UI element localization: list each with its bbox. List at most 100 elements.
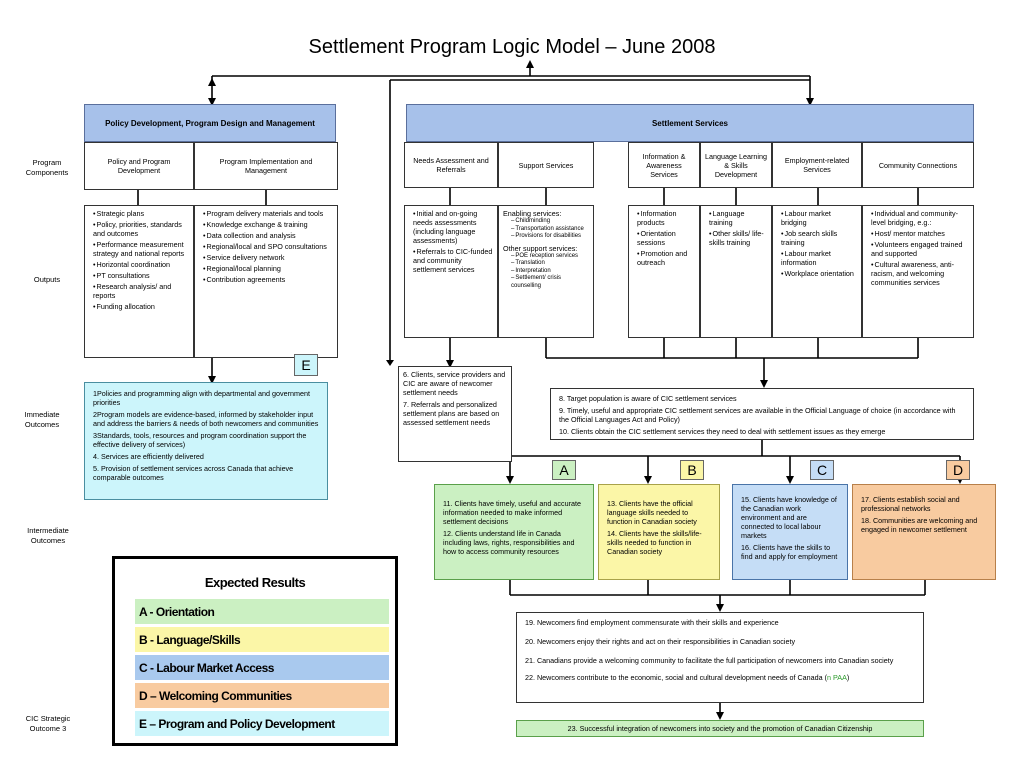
implementation-output-0: Program delivery materials and tools (203, 209, 333, 218)
employment-output-0: Labour market bridging (781, 209, 857, 227)
outputs-community: Individual and community-level bridging,… (862, 205, 974, 338)
immediate-outcome-services-1: 9. Timely, useful and appropriate CIC se… (559, 406, 956, 424)
component-employment-related: Employment-related Services (772, 142, 862, 188)
intermediate-outcomes-d: 17. Clients establish social and profess… (852, 484, 996, 580)
outputs-needs-assessment: Initial and on-going needs assessments (… (404, 205, 498, 338)
row-label-strategic: CIC Strategic Outcome 3 (25, 714, 71, 733)
result-letter-a: A (552, 460, 576, 480)
immediate-outcome-needs-0: 6. Clients, service providers and CIC ar… (403, 370, 506, 397)
implementation-output-6: Contribution agreements (203, 275, 333, 284)
legend-item-language-skills: B - Language/Skills (135, 627, 389, 652)
enabling-service-2: Provisions for disabilities (511, 233, 589, 241)
long-term-outcome-22: 22. Newcomers contribute to the economic… (525, 673, 850, 682)
information-output-1: Orientation sessions (637, 229, 695, 247)
employment-output-2: Labour market information (781, 249, 857, 267)
long-term-outcome-19: 19. Newcomers find employment commensura… (525, 618, 779, 627)
long-term-outcome-21: 21. Canadians provide a welcoming commun… (525, 656, 894, 665)
legend-item-orientation: A - Orientation (135, 599, 389, 624)
needs-output-0: Initial and on-going needs assessments (… (413, 209, 493, 245)
component-support-services: Support Services (498, 142, 594, 188)
policy-output-1: Policy, priorities, standards and outcom… (93, 220, 189, 238)
policy-output-3: Horizontal coordination (93, 260, 189, 269)
enabling-service-0: Childminding (511, 218, 589, 226)
community-output-2: Volunteers engaged trained and supported (871, 240, 969, 258)
outputs-implementation: Program delivery materials and toolsKnow… (194, 205, 338, 358)
immediate-outcome-needs-1: 7. Referrals and personalized settlement… (403, 400, 500, 427)
result-letter-c: C (810, 460, 834, 480)
intermediate-outcome-d-1: 18. Communities are welcoming and engage… (861, 516, 978, 534)
information-output-0: Information products (637, 209, 695, 227)
legend-item-welcoming-communities: D – Welcoming Communities (135, 683, 389, 708)
outputs-support-services: Enabling services: ChildmindingTransport… (498, 205, 594, 338)
implementation-output-1: Knowledge exchange & training (203, 220, 333, 229)
immediate-outcome-e-1: 2Program models are evidence-based, info… (93, 410, 319, 428)
implementation-output-4: Service delivery network (203, 253, 333, 262)
intermediate-outcome-c-0: 15. Clients have knowledge of the Canadi… (741, 495, 837, 540)
community-output-0: Individual and community-level bridging,… (871, 209, 969, 227)
component-language-learning: Language Learning & Skills Development (700, 142, 772, 188)
intermediate-outcomes-b: 13. Clients have the official language s… (598, 484, 720, 580)
policy-output-0: Strategic plans (93, 209, 189, 218)
legend-title: Expected Results (204, 575, 306, 590)
intermediate-outcome-a-0: 11. Clients have timely, useful and accu… (443, 499, 581, 526)
expected-results-legend: Expected Results A - Orientation B - Lan… (112, 556, 398, 746)
result-letter-e: E (294, 354, 318, 376)
other-support-service-1: Translation (511, 260, 589, 268)
other-support-service-2: Interpretation (511, 268, 589, 276)
component-information-awareness: Information & Awareness Services (628, 142, 700, 188)
policy-output-4: PT consultations (93, 271, 189, 280)
intermediate-outcomes-c: 15. Clients have knowledge of the Canadi… (732, 484, 848, 580)
row-label-components: Program Components (25, 158, 69, 177)
policy-output-6: Funding allocation (93, 302, 189, 311)
paa-note: n PAA (827, 673, 847, 682)
immediate-outcomes-services: 8. Target population is aware of CIC set… (550, 388, 974, 440)
intermediate-outcome-c-1: 16. Clients have the skills to find and … (741, 543, 838, 561)
immediate-outcomes-needs: 6. Clients, service providers and CIC ar… (398, 366, 512, 462)
language-output-1: Other skills/ life-skills training (709, 229, 767, 247)
row-label-outputs: Outputs (33, 275, 61, 284)
component-program-implementation: Program Implementation and Management (194, 142, 338, 190)
component-needs-assessment: Needs Assessment and Referrals (404, 142, 498, 188)
intermediate-outcome-b-0: 13. Clients have the official language s… (607, 499, 697, 526)
legend-item-program-policy: E – Program and Policy Development (135, 711, 389, 736)
community-output-1: Host/ mentor matches (871, 229, 969, 238)
other-support-service-0: POE reception services (511, 253, 589, 261)
community-output-3: Cultural awareness, anti-racism, and wel… (871, 260, 969, 287)
immediate-outcome-services-2: 10. Clients obtain the CIC settlement se… (559, 427, 886, 436)
language-output-0: Language training (709, 209, 767, 227)
implementation-output-2: Data collection and analysis (203, 231, 333, 240)
immediate-outcome-e-2: 3Standards, tools, resources and program… (93, 431, 307, 449)
band-settlement-services: Settlement Services (406, 104, 974, 142)
immediate-outcomes-policy: 1Policies and programming align with dep… (84, 382, 328, 500)
component-policy-program-development: Policy and Program Development (84, 142, 194, 190)
result-letter-b: B (680, 460, 704, 480)
enabling-services-title: Enabling services: (503, 209, 562, 218)
intermediate-outcome-a-1: 12. Clients understand life in Canada in… (443, 529, 575, 556)
immediate-outcome-e-0: 1Policies and programming align with dep… (93, 389, 310, 407)
policy-output-5: Research analysis/ and reports (93, 282, 189, 300)
intermediate-outcome-b-1: 14. Clients have the skills/life-skills … (607, 529, 702, 556)
needs-output-1: Referrals to CIC-funded and community se… (413, 247, 493, 274)
immediate-outcome-services-0: 8. Target population is aware of CIC set… (559, 394, 737, 403)
long-term-outcome-20: 20. Newcomers enjoy their rights and act… (525, 637, 796, 646)
result-letter-d: D (946, 460, 970, 480)
policy-output-2: Performance measurement strategy and nat… (93, 240, 189, 258)
diagram-title: Settlement Program Logic Model – June 20… (308, 36, 716, 58)
enabling-service-1: Transportation assistance (511, 226, 589, 234)
strategic-outcome: 23. Successful integration of newcomers … (516, 720, 924, 737)
employment-output-3: Workplace orientation (781, 269, 857, 278)
outputs-policy: Strategic plansPolicy, priorities, stand… (84, 205, 194, 358)
band-policy-development: Policy Development, Program Design and M… (84, 104, 336, 142)
intermediate-outcomes-a: 11. Clients have timely, useful and accu… (434, 484, 594, 580)
intermediate-outcome-d-0: 17. Clients establish social and profess… (861, 495, 960, 513)
outputs-information: Information productsOrientation sessions… (628, 205, 700, 338)
implementation-output-3: Regional/local and SPO consultations (203, 242, 333, 251)
legend-item-labour-market: C - Labour Market Access (135, 655, 389, 680)
immediate-outcome-e-3: 4. Services are efficiently delivered (93, 452, 204, 461)
row-label-intermediate: Intermediate Outcomes (27, 526, 69, 545)
long-term-outcomes: 19. Newcomers find employment commensura… (516, 612, 924, 703)
outputs-language: Language trainingOther skills/ life-skil… (700, 205, 772, 338)
component-community-connections: Community Connections (862, 142, 974, 188)
information-output-2: Promotion and outreach (637, 249, 695, 267)
